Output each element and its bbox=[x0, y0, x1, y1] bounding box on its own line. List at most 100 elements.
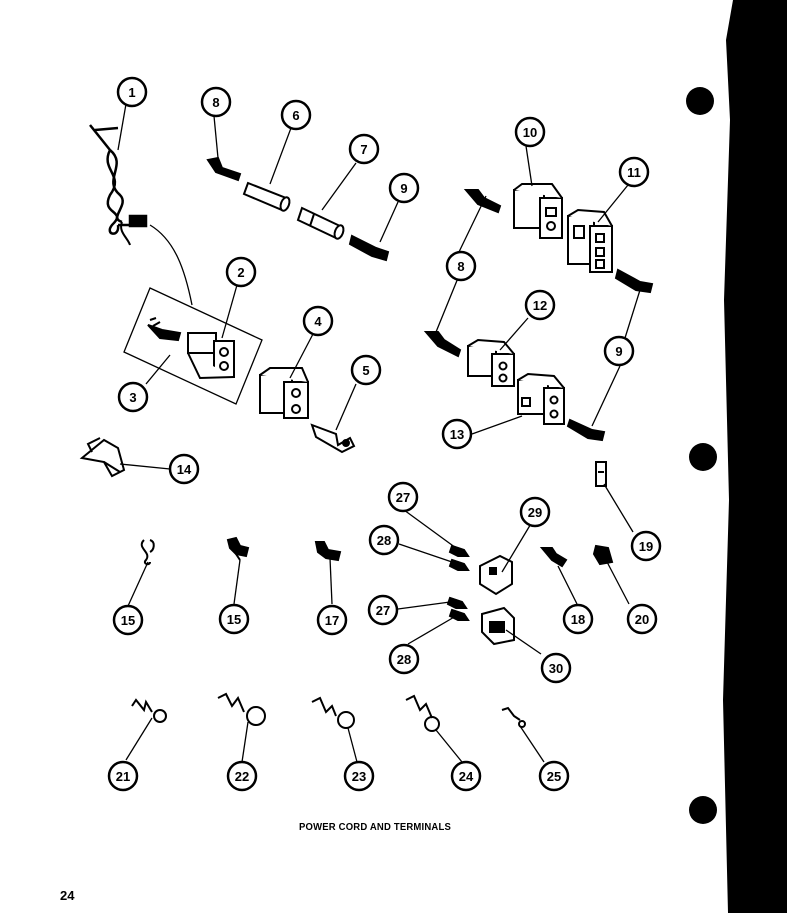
svg-text:27: 27 bbox=[396, 490, 410, 505]
sleeve-part bbox=[242, 181, 291, 212]
svg-text:13: 13 bbox=[450, 427, 464, 442]
svg-text:28: 28 bbox=[397, 652, 411, 667]
svg-text:15: 15 bbox=[227, 612, 241, 627]
page-number: 24 bbox=[60, 888, 75, 903]
svg-text:2: 2 bbox=[237, 265, 244, 280]
terminal-part bbox=[310, 423, 356, 454]
callout-5: 5 bbox=[350, 354, 382, 386]
housing-part bbox=[479, 554, 513, 596]
plug-assembly-inset bbox=[123, 287, 263, 405]
svg-text:28: 28 bbox=[377, 533, 391, 548]
terminal-part bbox=[314, 541, 342, 562]
svg-text:10: 10 bbox=[523, 125, 537, 140]
callout-10: 10 bbox=[514, 116, 546, 148]
housing-part bbox=[481, 606, 515, 646]
svg-text:9: 9 bbox=[615, 344, 622, 359]
callout-9-right: 9 bbox=[603, 335, 635, 367]
callout-21: 21 bbox=[107, 760, 139, 792]
svg-text:18: 18 bbox=[571, 612, 585, 627]
svg-text:3: 3 bbox=[129, 390, 136, 405]
svg-text:6: 6 bbox=[292, 108, 299, 123]
terminal-part bbox=[446, 544, 470, 621]
callout-24: 24 bbox=[450, 760, 482, 792]
binder-hole bbox=[689, 796, 717, 824]
diagram-caption: POWER CORD AND TERMINALS bbox=[299, 822, 451, 833]
clip-part bbox=[595, 461, 607, 487]
callout-25: 25 bbox=[538, 760, 570, 792]
callout-20: 20 bbox=[626, 603, 658, 635]
clip-part bbox=[140, 539, 155, 566]
callout-13: 13 bbox=[441, 418, 473, 450]
callout-23: 23 bbox=[343, 760, 375, 792]
callout-29: 29 bbox=[519, 496, 551, 528]
ring-terminal-part bbox=[501, 706, 526, 728]
terminal-part bbox=[348, 234, 390, 262]
callout-28-second: 28 bbox=[388, 643, 420, 675]
callout-18: 18 bbox=[562, 603, 594, 635]
callout-2: 2 bbox=[225, 256, 257, 288]
page-binding-edge bbox=[733, 0, 787, 913]
callout-14: 14 bbox=[168, 453, 200, 485]
ring-terminal-part bbox=[405, 694, 440, 732]
connector-part bbox=[259, 367, 309, 419]
svg-text:15: 15 bbox=[121, 613, 135, 628]
svg-text:9: 9 bbox=[400, 181, 407, 196]
callout-15-second: 15 bbox=[218, 603, 250, 635]
connector-part bbox=[592, 544, 614, 566]
terminal-part bbox=[226, 536, 250, 561]
svg-text:1: 1 bbox=[128, 85, 135, 100]
callout-28: 28 bbox=[368, 524, 400, 556]
callout-12: 12 bbox=[524, 289, 556, 321]
svg-text:17: 17 bbox=[325, 613, 339, 628]
callout-1: 1 bbox=[116, 76, 148, 108]
callout-22: 22 bbox=[226, 760, 258, 792]
callout-11: 11 bbox=[618, 156, 650, 188]
callout-9: 9 bbox=[388, 172, 420, 204]
svg-text:11: 11 bbox=[627, 165, 641, 180]
callout-8-right: 8 bbox=[445, 250, 477, 282]
svg-text:30: 30 bbox=[549, 661, 563, 676]
terminal-part bbox=[539, 547, 568, 568]
ring-terminal-part bbox=[311, 696, 355, 729]
leader-lines bbox=[117, 103, 641, 763]
svg-text:8: 8 bbox=[212, 95, 219, 110]
binder-hole bbox=[686, 87, 714, 115]
svg-text:8: 8 bbox=[457, 259, 464, 274]
svg-text:23: 23 bbox=[352, 769, 366, 784]
connector-part bbox=[517, 372, 565, 425]
callout-8: 8 bbox=[200, 86, 232, 118]
callout-7: 7 bbox=[348, 133, 380, 165]
svg-text:25: 25 bbox=[547, 769, 561, 784]
svg-text:4: 4 bbox=[314, 314, 322, 329]
svg-text:20: 20 bbox=[635, 612, 649, 627]
ring-terminal-part bbox=[217, 692, 266, 726]
svg-text:27: 27 bbox=[376, 603, 390, 618]
connector-part bbox=[513, 183, 563, 239]
svg-text:29: 29 bbox=[528, 505, 542, 520]
connector-part bbox=[567, 208, 613, 273]
svg-text:22: 22 bbox=[235, 769, 249, 784]
power-cord-part bbox=[89, 124, 193, 306]
svg-text:12: 12 bbox=[533, 298, 547, 313]
clip-part bbox=[79, 437, 126, 478]
svg-text:14: 14 bbox=[177, 462, 192, 477]
connector-part bbox=[467, 338, 515, 387]
svg-text:5: 5 bbox=[362, 363, 369, 378]
terminal-part bbox=[566, 268, 654, 442]
svg-text:21: 21 bbox=[116, 769, 130, 784]
svg-text:7: 7 bbox=[360, 142, 367, 157]
callout-19: 19 bbox=[630, 530, 662, 562]
svg-text:24: 24 bbox=[459, 769, 474, 784]
sleeve-part bbox=[296, 206, 345, 240]
callout-6: 6 bbox=[280, 99, 312, 131]
binder-hole bbox=[689, 443, 717, 471]
callout-15: 15 bbox=[112, 604, 144, 636]
svg-text:19: 19 bbox=[639, 539, 653, 554]
callout-3: 3 bbox=[117, 381, 149, 413]
callout-30: 30 bbox=[540, 652, 572, 684]
callout-4: 4 bbox=[302, 305, 334, 337]
callout-17: 17 bbox=[316, 604, 348, 636]
terminal-part bbox=[206, 156, 242, 182]
ring-terminal-part bbox=[131, 698, 167, 723]
